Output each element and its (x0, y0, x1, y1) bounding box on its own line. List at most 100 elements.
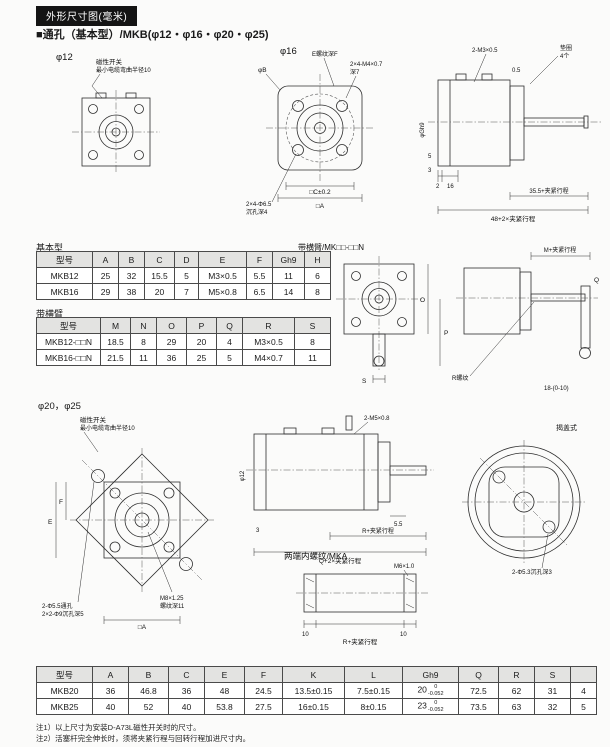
col-header: N (130, 317, 157, 334)
cell: 8±0.15 (344, 698, 403, 715)
cell: 5.5 (246, 267, 273, 284)
cell: 40 (168, 698, 205, 715)
cell: 36 (92, 682, 129, 699)
dim-p-label: P (444, 330, 448, 337)
cell: 13.5±0.15 (282, 682, 345, 699)
phi2025-front-geometry (55, 431, 214, 624)
cell: 6.5 (246, 283, 273, 300)
cell: 25 (186, 349, 217, 366)
col-header: B (118, 251, 145, 268)
phi12-flange-geometry (72, 73, 160, 174)
dim-f-label: F (59, 499, 63, 506)
cell: 72.5 (458, 682, 499, 699)
gh9-base: 23 (417, 700, 427, 711)
counterbore-label: 2×2-Φ9沉孔深5 (42, 610, 84, 618)
dim-a-label: □A (138, 624, 147, 631)
phi12-caption: φ12 (56, 52, 73, 63)
table-header-row: 型号 A B C E F K L Gh9 Q R S (36, 666, 597, 683)
arm-table-caption: 带横臂 (36, 309, 64, 319)
page-header-bar: 外形尺寸图(毫米) (36, 6, 138, 26)
col-header: Q (216, 317, 243, 334)
col-header: Q (458, 666, 499, 683)
cell: 38 (118, 283, 145, 300)
round-view-geometry (462, 440, 586, 569)
cbore-note-label: 2-Φ5.3沉孔深3 (512, 568, 552, 576)
dim-3-label: 3 (256, 528, 260, 534)
cell: 40 (92, 698, 129, 715)
dim-2-label: 2 (436, 184, 440, 190)
footnotes: 注1）以上尺寸为安装D-A73L磁性开关时的尺寸。 注2）活塞杆完全伸长时，须将… (36, 723, 250, 744)
total-dim-label: 48+2×夹紧行程 (491, 214, 536, 223)
with-arm-front-geometry (336, 256, 441, 383)
table-row: MKB16-□□N 21.5 11 36 25 5 M4×0.7 11 (36, 349, 331, 366)
dim-55-label: 5.5 (394, 522, 403, 528)
dim-10-right-label: 10 (400, 632, 407, 638)
cell: MKB25 (36, 698, 93, 715)
cover-type-caption: 揭盖式 (556, 423, 577, 432)
col-header: P (186, 317, 217, 334)
dim-5-label: 5 (428, 154, 432, 160)
phi2025-caption: φ20，φ25 (38, 401, 81, 412)
cell: M5×0.8 (198, 283, 247, 300)
cell: 11 (294, 349, 331, 366)
section-title: ■通孔（基本型）/MKB(φ12・φ16・φ20・φ25) (36, 29, 269, 41)
cell: 29 (156, 333, 187, 350)
gh9-tolerance: 0-0.052 (427, 700, 444, 713)
table-row: MKB12-□□N 18.5 8 29 20 4 M3×0.5 8 (36, 333, 331, 350)
dim-05-label: 0.5 (512, 68, 521, 74)
dimensions-table-2025: 型号 A B C E F K L Gh9 Q R S MKB20 36 46.8… (36, 666, 597, 715)
col-header: E (204, 666, 245, 683)
dim-e-label: E (48, 519, 53, 526)
side-view-geometry (428, 53, 602, 214)
col-header: F (244, 666, 283, 683)
cell: M3×0.5 (198, 267, 247, 284)
phiB-label: φB (258, 67, 267, 74)
phi16-caption: φ16 (280, 46, 297, 57)
cable-radius-note: 最小电缆弯曲半径10 (80, 424, 135, 432)
mka-title: 两端内螺纹/MKA (284, 551, 348, 561)
dim-10-left-label: 10 (302, 632, 309, 638)
dim-q-label: Q (594, 277, 599, 284)
cable-radius-note: 最小电缆弯曲半径10 (96, 66, 151, 74)
col-header: R (242, 317, 295, 334)
bolt-spec-label: 2×4-M4×0.7 (350, 62, 383, 68)
table-row: MKB16 29 38 20 7 M5×0.8 6.5 14 8 (36, 283, 331, 300)
r-stroke-label: R+夹紧行程 (362, 527, 394, 535)
cell: 62 (498, 682, 535, 699)
washer-qty-label: 4个 (560, 53, 569, 60)
dim-16-label: 16 (447, 184, 454, 190)
col-header: A (92, 251, 119, 268)
m8-thread-label: M8×1.25 (160, 596, 184, 602)
cell: M3×0.5 (242, 333, 295, 350)
cell: 36 (156, 349, 187, 366)
cell: 7 (174, 283, 199, 300)
table-row: MKB20 36 46.8 36 48 24.5 13.5±0.15 7.5±0… (36, 682, 597, 699)
cell: 53.8 (204, 698, 245, 715)
table-header-row: 型号 M N O P Q R S (36, 317, 331, 334)
col-header: E (198, 251, 247, 268)
stroke-dim-label: 35.5+夹紧行程 (529, 187, 568, 195)
col-header: O (156, 317, 187, 334)
cell: 36 (168, 682, 205, 699)
phi12-rod-label: φ12 (240, 470, 246, 481)
col-header-model: 型号 (36, 666, 93, 683)
mka-drawing: 两端内螺纹/MKA M6×1.0 10 10 R+夹紧行程 (284, 551, 428, 646)
col-header: C (168, 666, 205, 683)
cell: 31 (534, 682, 571, 699)
col-header: M (100, 317, 131, 334)
footnote-1: 注1）以上尺寸为安装D-A73L磁性开关时的尺寸。 (36, 723, 201, 732)
cell: 25 (92, 267, 119, 284)
dim-3-label: 3 (428, 168, 432, 174)
col-header: H (304, 251, 331, 268)
cell: 8 (130, 333, 157, 350)
cell: MKB12-□□N (36, 333, 101, 350)
port-spec-label: 2-M3×0.5 (472, 48, 498, 54)
cell: 7.5±0.15 (344, 682, 403, 699)
cell: 24.5 (244, 682, 283, 699)
through-holes-label: 2-Φ5.5通孔 (42, 602, 72, 610)
dim-o-label: O (420, 297, 425, 304)
magnetic-switch-label: 磁性开关 (96, 57, 123, 66)
cell: MKB12 (36, 267, 93, 284)
m8-depth-label: 螺纹深11 (160, 602, 185, 610)
cell: 8 (304, 283, 331, 300)
